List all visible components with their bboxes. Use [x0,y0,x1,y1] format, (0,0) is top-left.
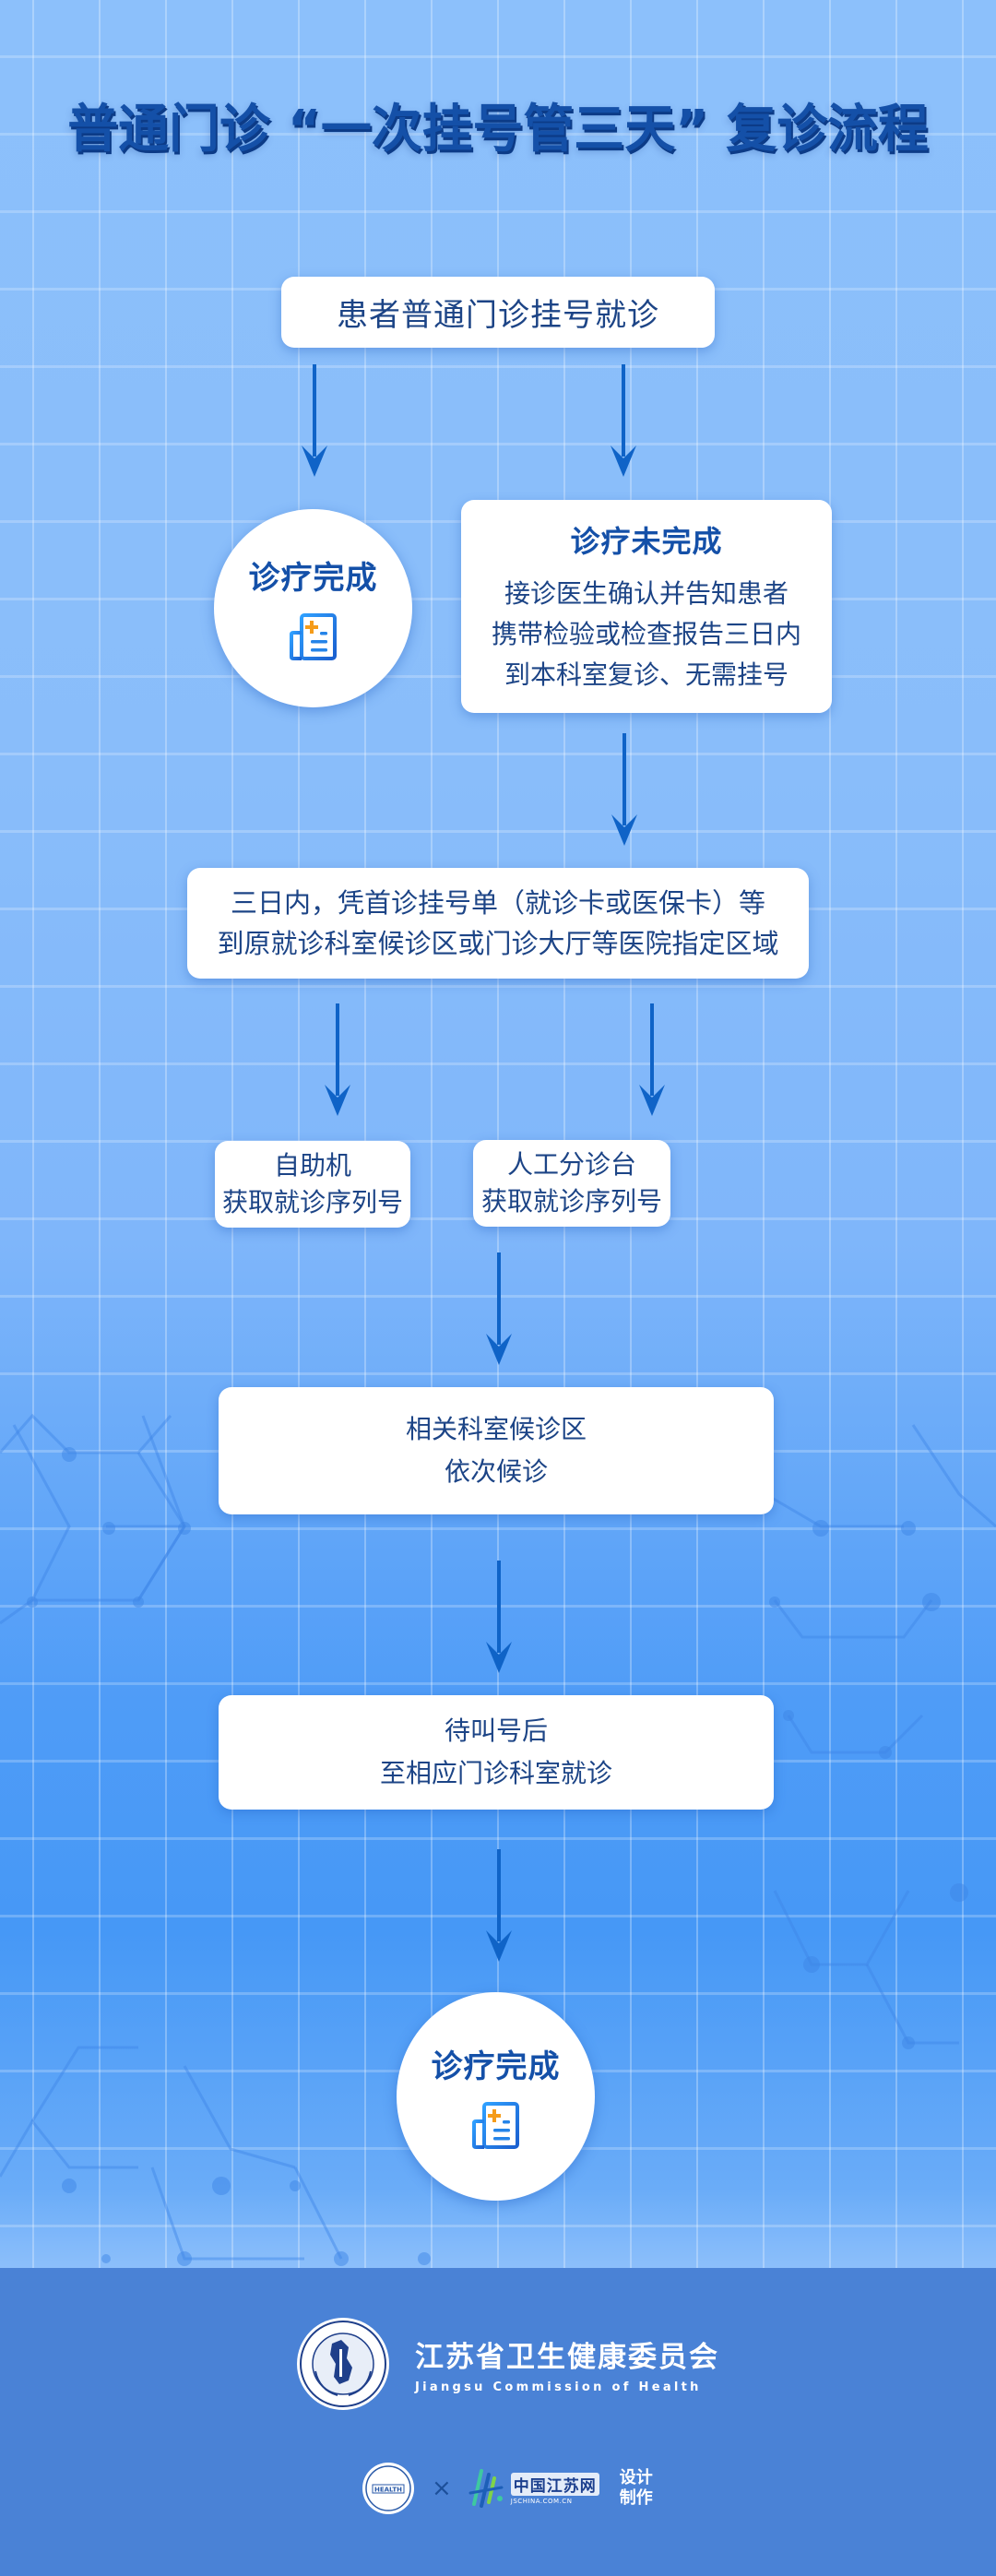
flow-step-self-service-line: 自助机 [273,1150,351,1181]
partners-row: HEALTH × 中国江苏网 JSCHINA.COM.CN 设计 制作 [362,2462,653,2515]
arrow-down-icon [325,1003,350,1116]
design-credit: 设计 制作 [620,2468,653,2509]
footer: 江苏省卫生健康委员会 Jiangsu Commission of Health … [0,2268,996,2576]
health-education-center-badge-icon: HEALTH [362,2463,414,2514]
jiangsu-health-commission-emblem-icon [297,2318,389,2410]
flow-step-not-done-line: 携带检验或检查报告三日内 [491,618,801,649]
collaboration-x-symbol: × [432,2475,452,2502]
arrow-down-icon [486,1849,512,1962]
arrow-down-icon [639,1003,665,1116]
flow-step-done-final-text: 诊疗完成 [431,2048,561,2085]
jschina-logo: 中国江苏网 JSCHINA.COM.CN [467,2467,599,2510]
design-credit-line: 制作 [619,2488,653,2508]
org-name-en: Jiangsu Commission of Health [415,2380,702,2394]
flow-step-manual-desk-line: 人工分诊台 [506,1149,636,1180]
medical-report-icon [471,2101,519,2149]
flow-step-after-call-line: 至相应门诊科室就诊 [379,1758,612,1788]
flow-step-waiting-area: 相关科室候诊区 依次候诊 [219,1387,774,1514]
flow-step-self-service-kiosk: 自助机 获取就诊序列号 [215,1141,410,1228]
flow-step-manual-desk-line: 获取就诊序列号 [480,1186,662,1217]
medical-report-icon [289,613,337,660]
org-name-cn: 江苏省卫生健康委员会 [415,2341,719,2374]
jschina-domain: JSCHINA.COM.CN [510,2497,573,2505]
page-title: 普通门诊 “一次挂号管三天” 复诊流程 [67,100,929,160]
flow-step-not-done-line: 到本科室复诊、无需挂号 [504,659,788,690]
flow-step-waiting-area-line: 相关科室候诊区 [405,1414,587,1444]
flow-step-start-text: 患者普通门诊挂号就诊 [337,297,659,334]
jschina-logo-icon [468,2469,504,2508]
flow-step-self-service-line: 获取就诊序列号 [221,1187,403,1217]
org-logo-block: 江苏省卫生健康委员会 Jiangsu Commission of Health [295,2316,719,2412]
jschina-name-cn: 中国江苏网 [510,2472,599,2496]
flow-step-within-three-days-line: 到原就诊科室候诊区或门诊大厅等医院指定区域 [217,928,779,959]
flow-step-after-call: 待叫号后 至相应门诊科室就诊 [219,1695,774,1810]
flow-step-waiting-area-line: 依次候诊 [444,1456,548,1487]
flow-step-not-done-heading: 诊疗未完成 [570,523,723,559]
flow-step-manual-triage-desk: 人工分诊台 获取就诊序列号 [473,1140,670,1227]
flow-step-done-final: 诊疗完成 [397,1992,595,2201]
flow-step-done-early: 诊疗完成 [214,509,412,707]
flow-step-within-three-days-line: 三日内，凭首诊挂号单（就诊卡或医保卡）等 [230,887,765,919]
flow-step-after-call-line: 待叫号后 [444,1715,548,1746]
flow-step-not-done-line: 接诊医生确认并告知患者 [504,577,788,609]
arrow-down-icon [486,1561,512,1673]
arrow-down-icon [611,364,636,477]
arrow-down-icon [302,364,327,477]
svg-text:HEALTH: HEALTH [374,2487,402,2494]
arrow-down-icon [611,733,637,846]
arrow-down-icon [486,1252,512,1365]
flow-step-start: 患者普通门诊挂号就诊 [281,277,715,348]
flow-step-not-done: 诊疗未完成 接诊医生确认并告知患者 携带检验或检查报告三日内 到本科室复诊、无需… [461,500,832,713]
design-credit-line: 设计 [619,2468,653,2487]
flow-step-within-three-days: 三日内，凭首诊挂号单（就诊卡或医保卡）等 到原就诊科室候诊区或门诊大厅等医院指定… [187,868,809,979]
flow-step-done-early-text: 诊疗完成 [248,560,378,597]
